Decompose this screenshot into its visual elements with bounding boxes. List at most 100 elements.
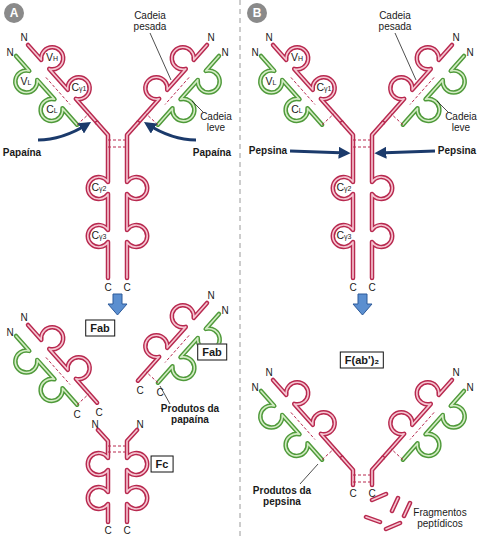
annotation-label: C (349, 488, 356, 499)
fab-arm (383, 380, 465, 460)
heavy-chain-fc (372, 123, 392, 278)
domain-label: Cγ2 (337, 182, 352, 194)
heavy-chain-fc (333, 123, 353, 278)
enzyme-arrow (290, 151, 347, 153)
annotation-label: C (104, 525, 111, 536)
annotation-label: Cadeia pesada (128, 10, 172, 32)
antibody (260, 33, 464, 278)
peptide-fragments (366, 494, 410, 529)
bold-annotation: Papaína (193, 147, 231, 158)
domain-label: VH (291, 52, 303, 64)
annotation-label: N (452, 32, 459, 43)
leader-line (300, 464, 318, 484)
bold-annotation: Papaína (3, 147, 41, 158)
domain-label: Cγ1 (317, 82, 332, 94)
annotation-label: N (452, 367, 459, 378)
annotation-label: C (123, 282, 130, 293)
node-text: Fc (156, 458, 169, 471)
domain-label: CL (291, 104, 303, 116)
leader-line (437, 101, 448, 112)
annotation-label: N (20, 32, 27, 43)
leader-line (192, 101, 203, 112)
bold-annotation: Produtos da pepsina (246, 485, 318, 507)
annotation-label: C (95, 407, 102, 418)
hinge-disulfide (108, 446, 127, 452)
annotation-label: N (6, 47, 13, 58)
annotation-label: C (104, 282, 111, 293)
node-text: Fab (90, 322, 110, 335)
annotation-label: Cadeia leve (442, 111, 480, 133)
fragment-box: Fab (85, 320, 115, 337)
hinge-stub (372, 458, 383, 485)
hinge-disulfide (108, 140, 127, 147)
process-arrow (353, 294, 372, 315)
annotation-label: N (265, 367, 272, 378)
panel-divider (240, 0, 241, 540)
heavy-chain-fc (127, 123, 147, 278)
annotation-label: N (6, 327, 13, 338)
bold-annotation: Produtos da papaína (154, 403, 226, 425)
annotation-label: N (221, 305, 228, 316)
fab-arm (15, 45, 97, 125)
annotation-label: C (136, 385, 143, 396)
enzyme-arrow (378, 151, 435, 153)
domain-label: Cγ1 (72, 82, 87, 94)
annotation-label: C (156, 387, 163, 398)
enzyme-arrow (147, 124, 196, 140)
annotation-label: N (466, 47, 473, 58)
node-text: F(ab')₂ (345, 354, 379, 367)
fab2-fragment (260, 380, 464, 485)
annotation-label: N (251, 47, 258, 58)
annotation-label: N (251, 382, 258, 393)
fragment-box: F(ab')₂ (340, 352, 384, 369)
annotation-label: Fragmentos peptídicos (404, 507, 476, 529)
annotation-label: N (207, 32, 214, 43)
hinge-stub (342, 458, 353, 485)
annotation-label: N (20, 312, 27, 323)
annotation-label: Cadeia leve (197, 111, 235, 133)
antibody (15, 45, 219, 278)
fc-fragment (127, 430, 147, 522)
annotation-label: C (123, 525, 130, 536)
annotation-label: N (136, 419, 143, 430)
annotation-label: N (265, 32, 272, 43)
fab-arm (260, 45, 342, 125)
leader-line (395, 33, 416, 80)
panel-marker: A (4, 3, 24, 23)
domain-label: VL (21, 76, 32, 88)
fab-arm (260, 380, 342, 460)
circle-shape (247, 3, 267, 23)
domain-label: Cγ2 (92, 182, 107, 194)
fc-fragment (88, 430, 108, 522)
annotation-label: N (91, 419, 98, 430)
node-text: B (247, 3, 267, 23)
node-text: Fab (202, 346, 222, 359)
annotation-label: C (73, 409, 80, 420)
bold-annotation: Pepsina (438, 145, 476, 156)
domain-label: VL (266, 76, 277, 88)
annotation-label: C (349, 282, 356, 293)
bold-annotation: Pepsina (249, 145, 287, 156)
annotation-label: C (368, 488, 375, 499)
domain-label: VH (46, 52, 58, 64)
domain-label: Cγ3 (92, 230, 107, 242)
domain-label: CL (46, 104, 58, 116)
hinge-disulfide (353, 140, 372, 147)
domain-label: Cγ3 (337, 230, 352, 242)
fab-fragment (15, 325, 97, 405)
annotation-label: N (221, 47, 228, 58)
annotation-label: N (466, 382, 473, 393)
enzyme-arrow (38, 124, 88, 140)
circle-shape (4, 3, 24, 23)
hinge-disulfide (353, 475, 372, 482)
node-text: A (4, 3, 24, 23)
process-arrow (108, 294, 127, 315)
fragment-box: Fab (197, 344, 227, 361)
panel-marker: B (247, 3, 267, 23)
fragment-box: Fc (151, 456, 174, 473)
annotation-label: C (368, 282, 375, 293)
annotation-label: N (207, 290, 214, 301)
heavy-chain-fc (88, 123, 108, 278)
leader-line (150, 33, 171, 80)
